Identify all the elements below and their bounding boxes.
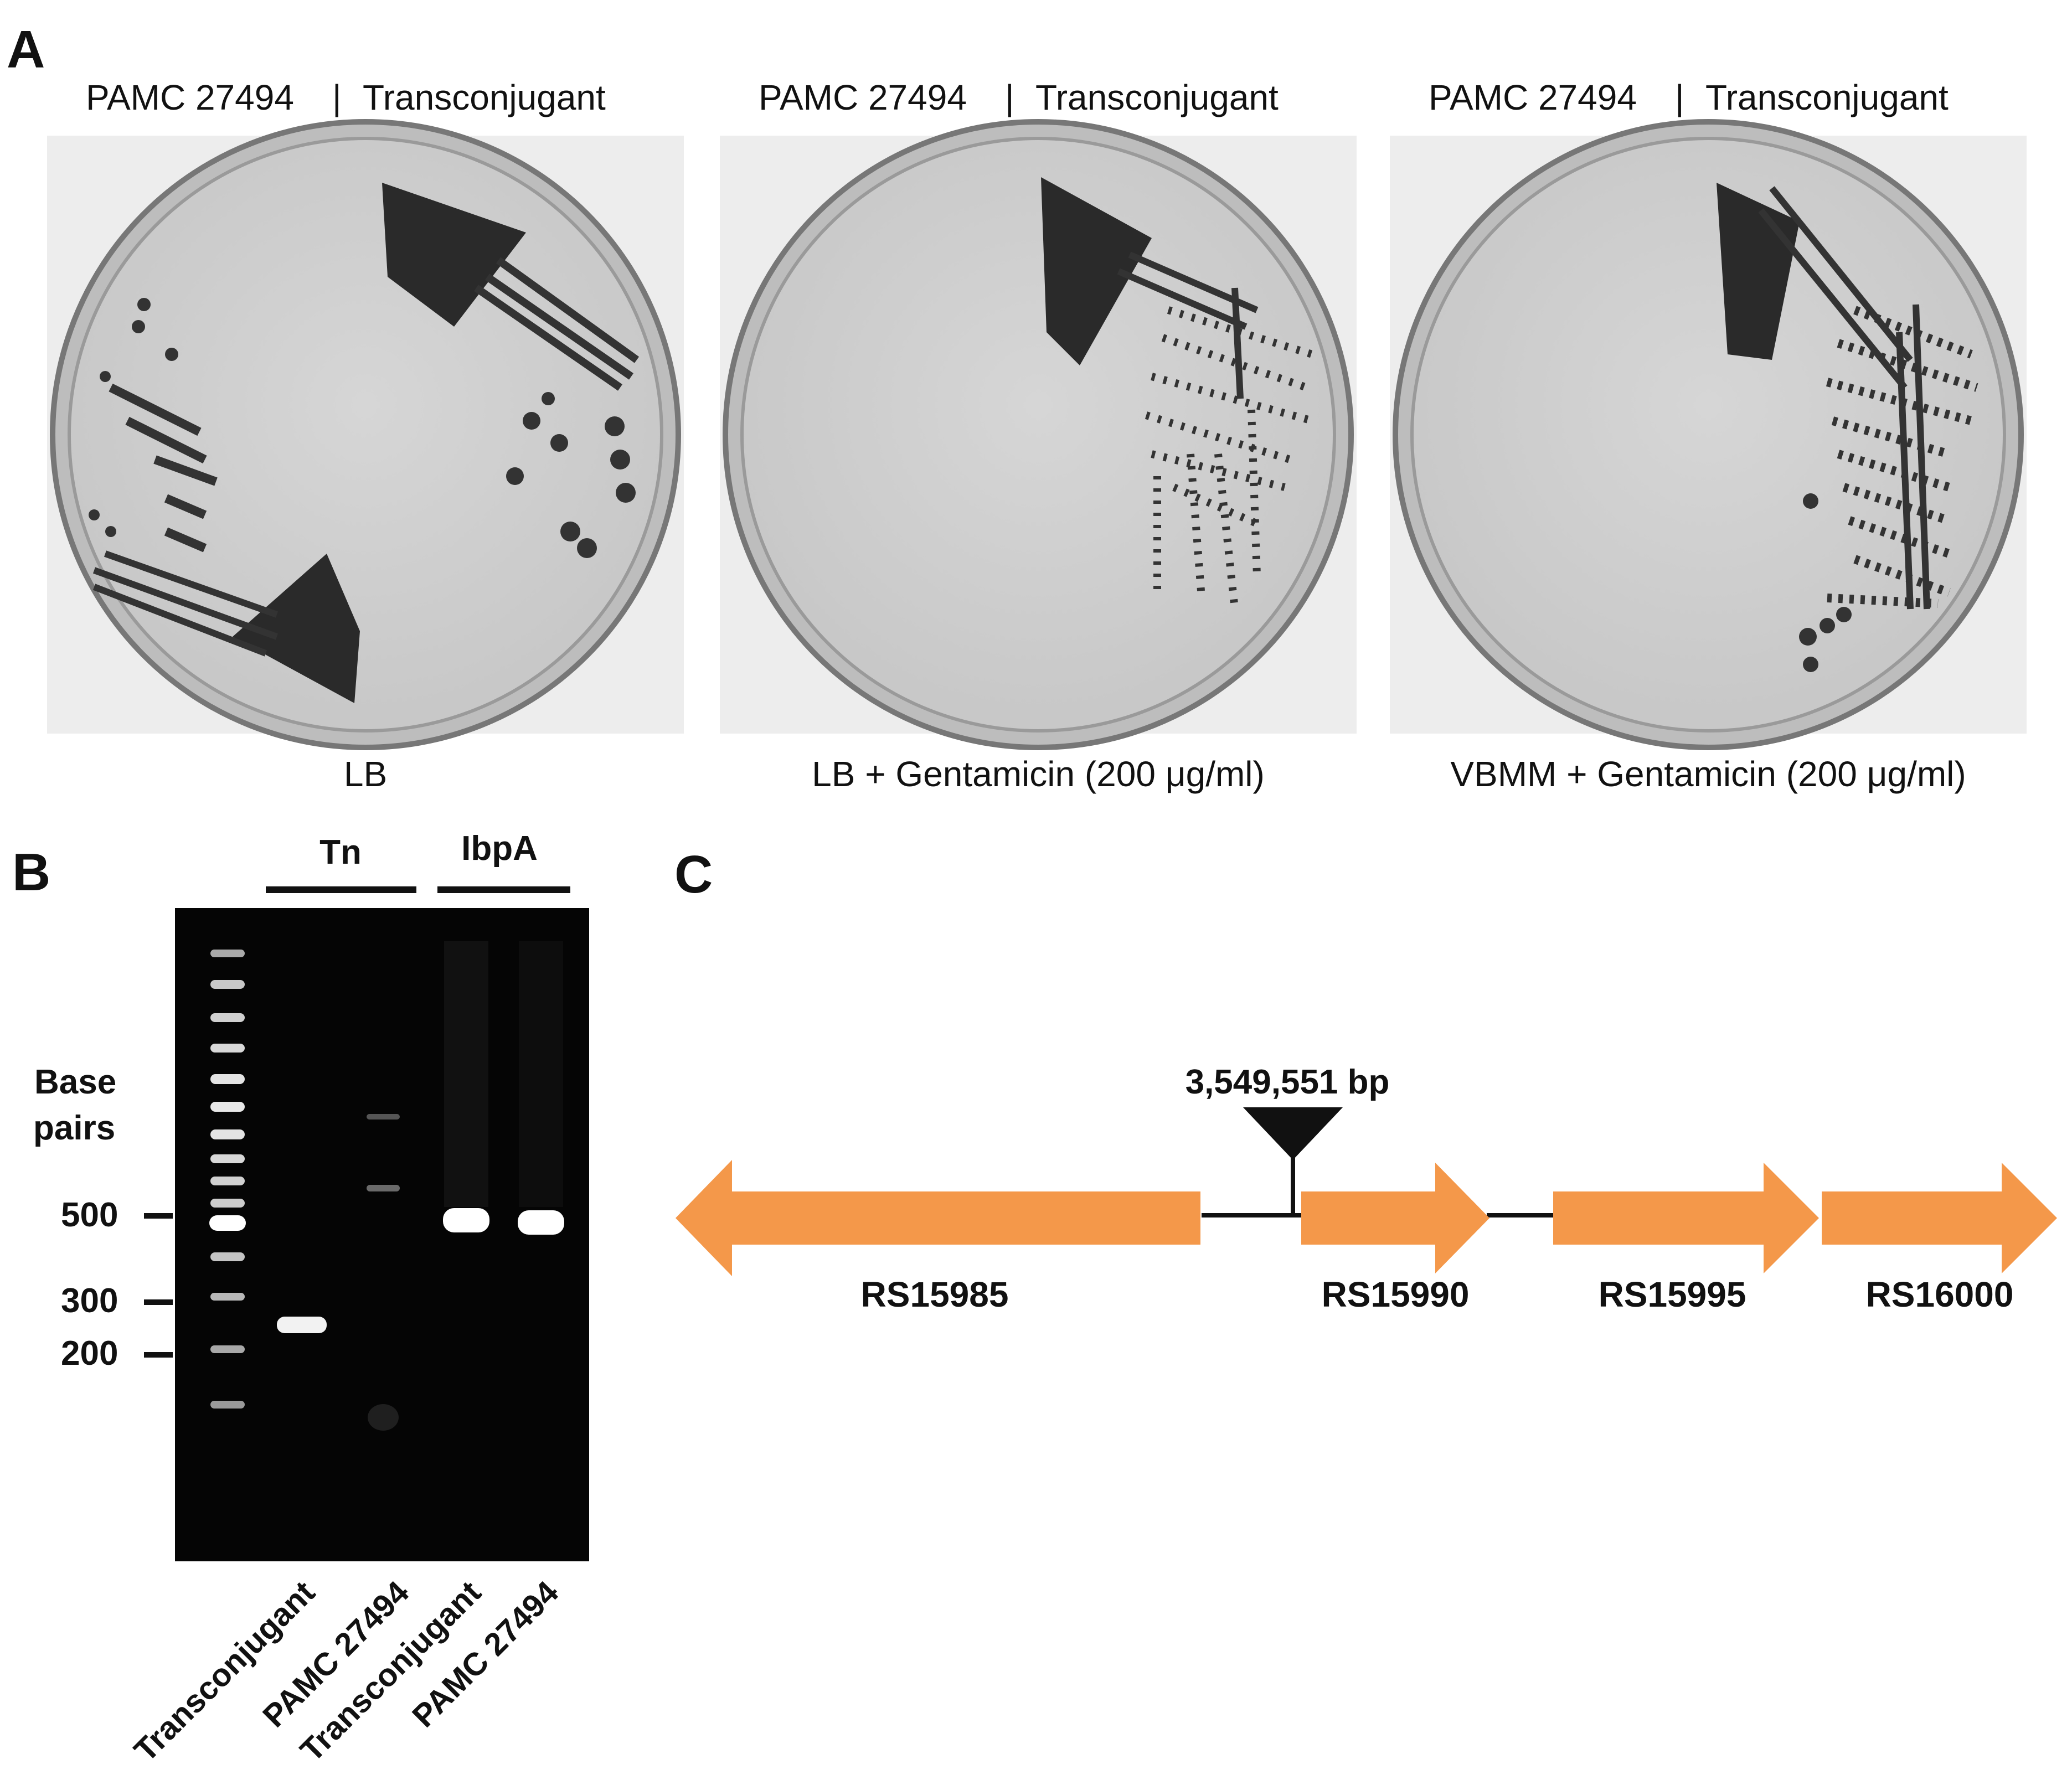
petri-dish-agar	[740, 137, 1336, 732]
colony-streak-lines	[474, 257, 640, 391]
colony-streak-primary	[382, 183, 526, 327]
colony-dot-rows	[1145, 306, 1314, 610]
insertion-site-marker: 3,549,551 bp	[1186, 1063, 1390, 1217]
gene-label-rs16000: RS16000	[1866, 1275, 2014, 1314]
petri-dish-agar	[68, 137, 663, 732]
gene-label-rs15985: RS15985	[861, 1275, 1009, 1314]
band-tn-transconjugant	[277, 1317, 327, 1333]
plate-3-header-right: Transconjugant	[1705, 78, 1949, 117]
colony-streak-lines-2	[92, 550, 279, 657]
colony-dot-rows	[1826, 306, 1978, 608]
petri-dish-agar	[1410, 137, 2006, 732]
axis-title-line-1: Base	[34, 1063, 116, 1101]
plate-2: PAMC 27494 | Transconjugant LB + Gentami…	[720, 78, 1357, 794]
size-marker-label: 500	[61, 1196, 118, 1234]
band-ibpa-transconjugant	[443, 941, 489, 1232]
colony-streak-secondary	[233, 554, 360, 703]
plate-3-caption: VBMM + Gentamicin (200 μg/ml)	[1450, 754, 1966, 794]
gene-label-rs15990: RS15990	[1322, 1275, 1470, 1314]
axis-title-line-2: pairs	[33, 1109, 115, 1147]
insertion-site-label: 3,549,551 bp	[1186, 1063, 1390, 1101]
plate-2-divider: |	[1005, 78, 1014, 117]
band-tn-pamc-faint	[367, 1114, 400, 1431]
plate-3: PAMC 27494 | Transconjugant VBMM + Genta…	[1390, 78, 2027, 794]
gene-arrow-rs15995	[1553, 1163, 1819, 1273]
plate-2-header-left: PAMC 27494	[759, 78, 967, 117]
size-marker-200: 200	[61, 1334, 173, 1373]
colony-streak-primary	[1717, 183, 1800, 360]
plate-3-header-left: PAMC 27494	[1429, 78, 1637, 117]
band-ibpa-pamc	[518, 941, 564, 1235]
group-label-ibpa: IbpA	[461, 829, 538, 868]
colony-streak-lines	[1758, 186, 1930, 610]
plate-2-header-right: Transconjugant	[1035, 78, 1279, 117]
group-label-tn: Tn	[319, 833, 362, 871]
dna-ladder	[209, 950, 246, 1409]
plate-1: PAMC 27494 | Transconjugant LB	[47, 78, 684, 794]
single-colonies	[89, 298, 636, 558]
gene-arrow-rs15990	[1301, 1163, 1489, 1273]
size-marker-300: 300	[61, 1282, 173, 1320]
insertion-triangle	[1243, 1107, 1343, 1160]
plate-1-header-right: Transconjugant	[363, 78, 606, 117]
plate-3-divider: |	[1675, 78, 1684, 117]
colony-streak-left	[109, 383, 218, 553]
size-marker-label: 200	[61, 1334, 118, 1373]
size-marker-label: 300	[61, 1282, 118, 1320]
single-colonies	[1799, 493, 1852, 672]
plate-1-divider: |	[332, 78, 342, 117]
gene-label-rs15995: RS15995	[1599, 1275, 1746, 1314]
colony-streak-lines	[1117, 251, 1259, 399]
plate-1-caption: LB	[344, 754, 387, 794]
panel-a-letter: A	[7, 20, 45, 79]
panel-b-letter: B	[12, 843, 50, 902]
panel-c-letter: C	[674, 845, 713, 904]
gene-arrow-rs16000	[1822, 1163, 2057, 1273]
size-marker-500: 500	[61, 1196, 173, 1234]
gene-arrow-rs15985	[676, 1160, 1200, 1276]
plate-2-caption: LB + Gentamicin (200 μg/ml)	[812, 754, 1265, 794]
plate-1-header-left: PAMC 27494	[86, 78, 294, 117]
colony-streak-primary	[1041, 177, 1152, 365]
